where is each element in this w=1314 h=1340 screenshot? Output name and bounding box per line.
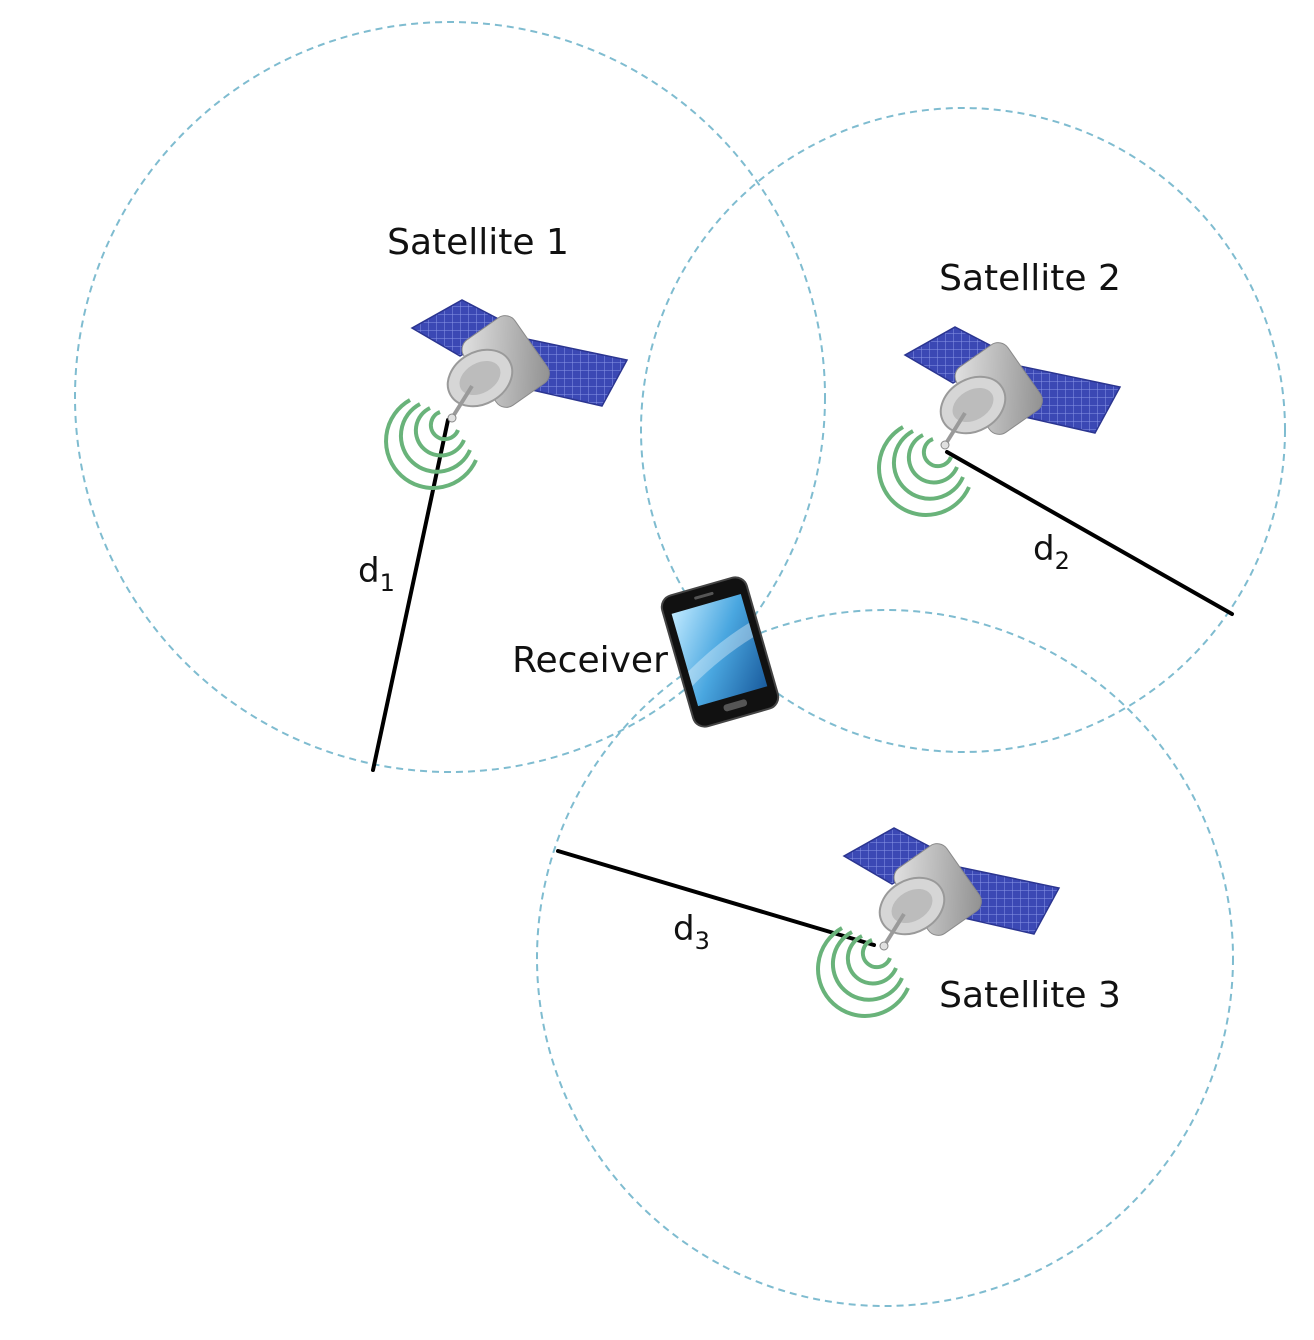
distance-line-1 <box>371 418 450 772</box>
distance-label-3-main: d <box>673 909 695 949</box>
receiver-label: Receiver <box>512 640 668 681</box>
range-circle-2 <box>640 107 1286 753</box>
range-circle-3 <box>536 609 1234 1307</box>
smartphone-icon <box>660 576 780 728</box>
distance-label-3-sub: 3 <box>695 927 710 955</box>
satellite-icon-1 <box>384 298 629 490</box>
distance-line-2 <box>945 450 1234 616</box>
satellite-label-1: Satellite 1 <box>387 222 569 263</box>
distance-label-1-sub: 1 <box>380 569 395 597</box>
distance-line-3 <box>556 849 876 947</box>
distance-label-2-sub: 2 <box>1055 547 1070 575</box>
distance-label-1-main: d <box>358 551 380 591</box>
satellite-label-3: Satellite 3 <box>939 975 1121 1016</box>
distance-label-3: d3 <box>673 909 710 955</box>
satellite-label-2: Satellite 2 <box>939 258 1121 299</box>
distance-label-2-main: d <box>1033 529 1055 569</box>
range-circle-1 <box>74 21 826 773</box>
distance-label-1: d1 <box>358 551 395 597</box>
distance-label-2: d2 <box>1033 529 1070 575</box>
satellite-icon-2 <box>877 325 1122 517</box>
